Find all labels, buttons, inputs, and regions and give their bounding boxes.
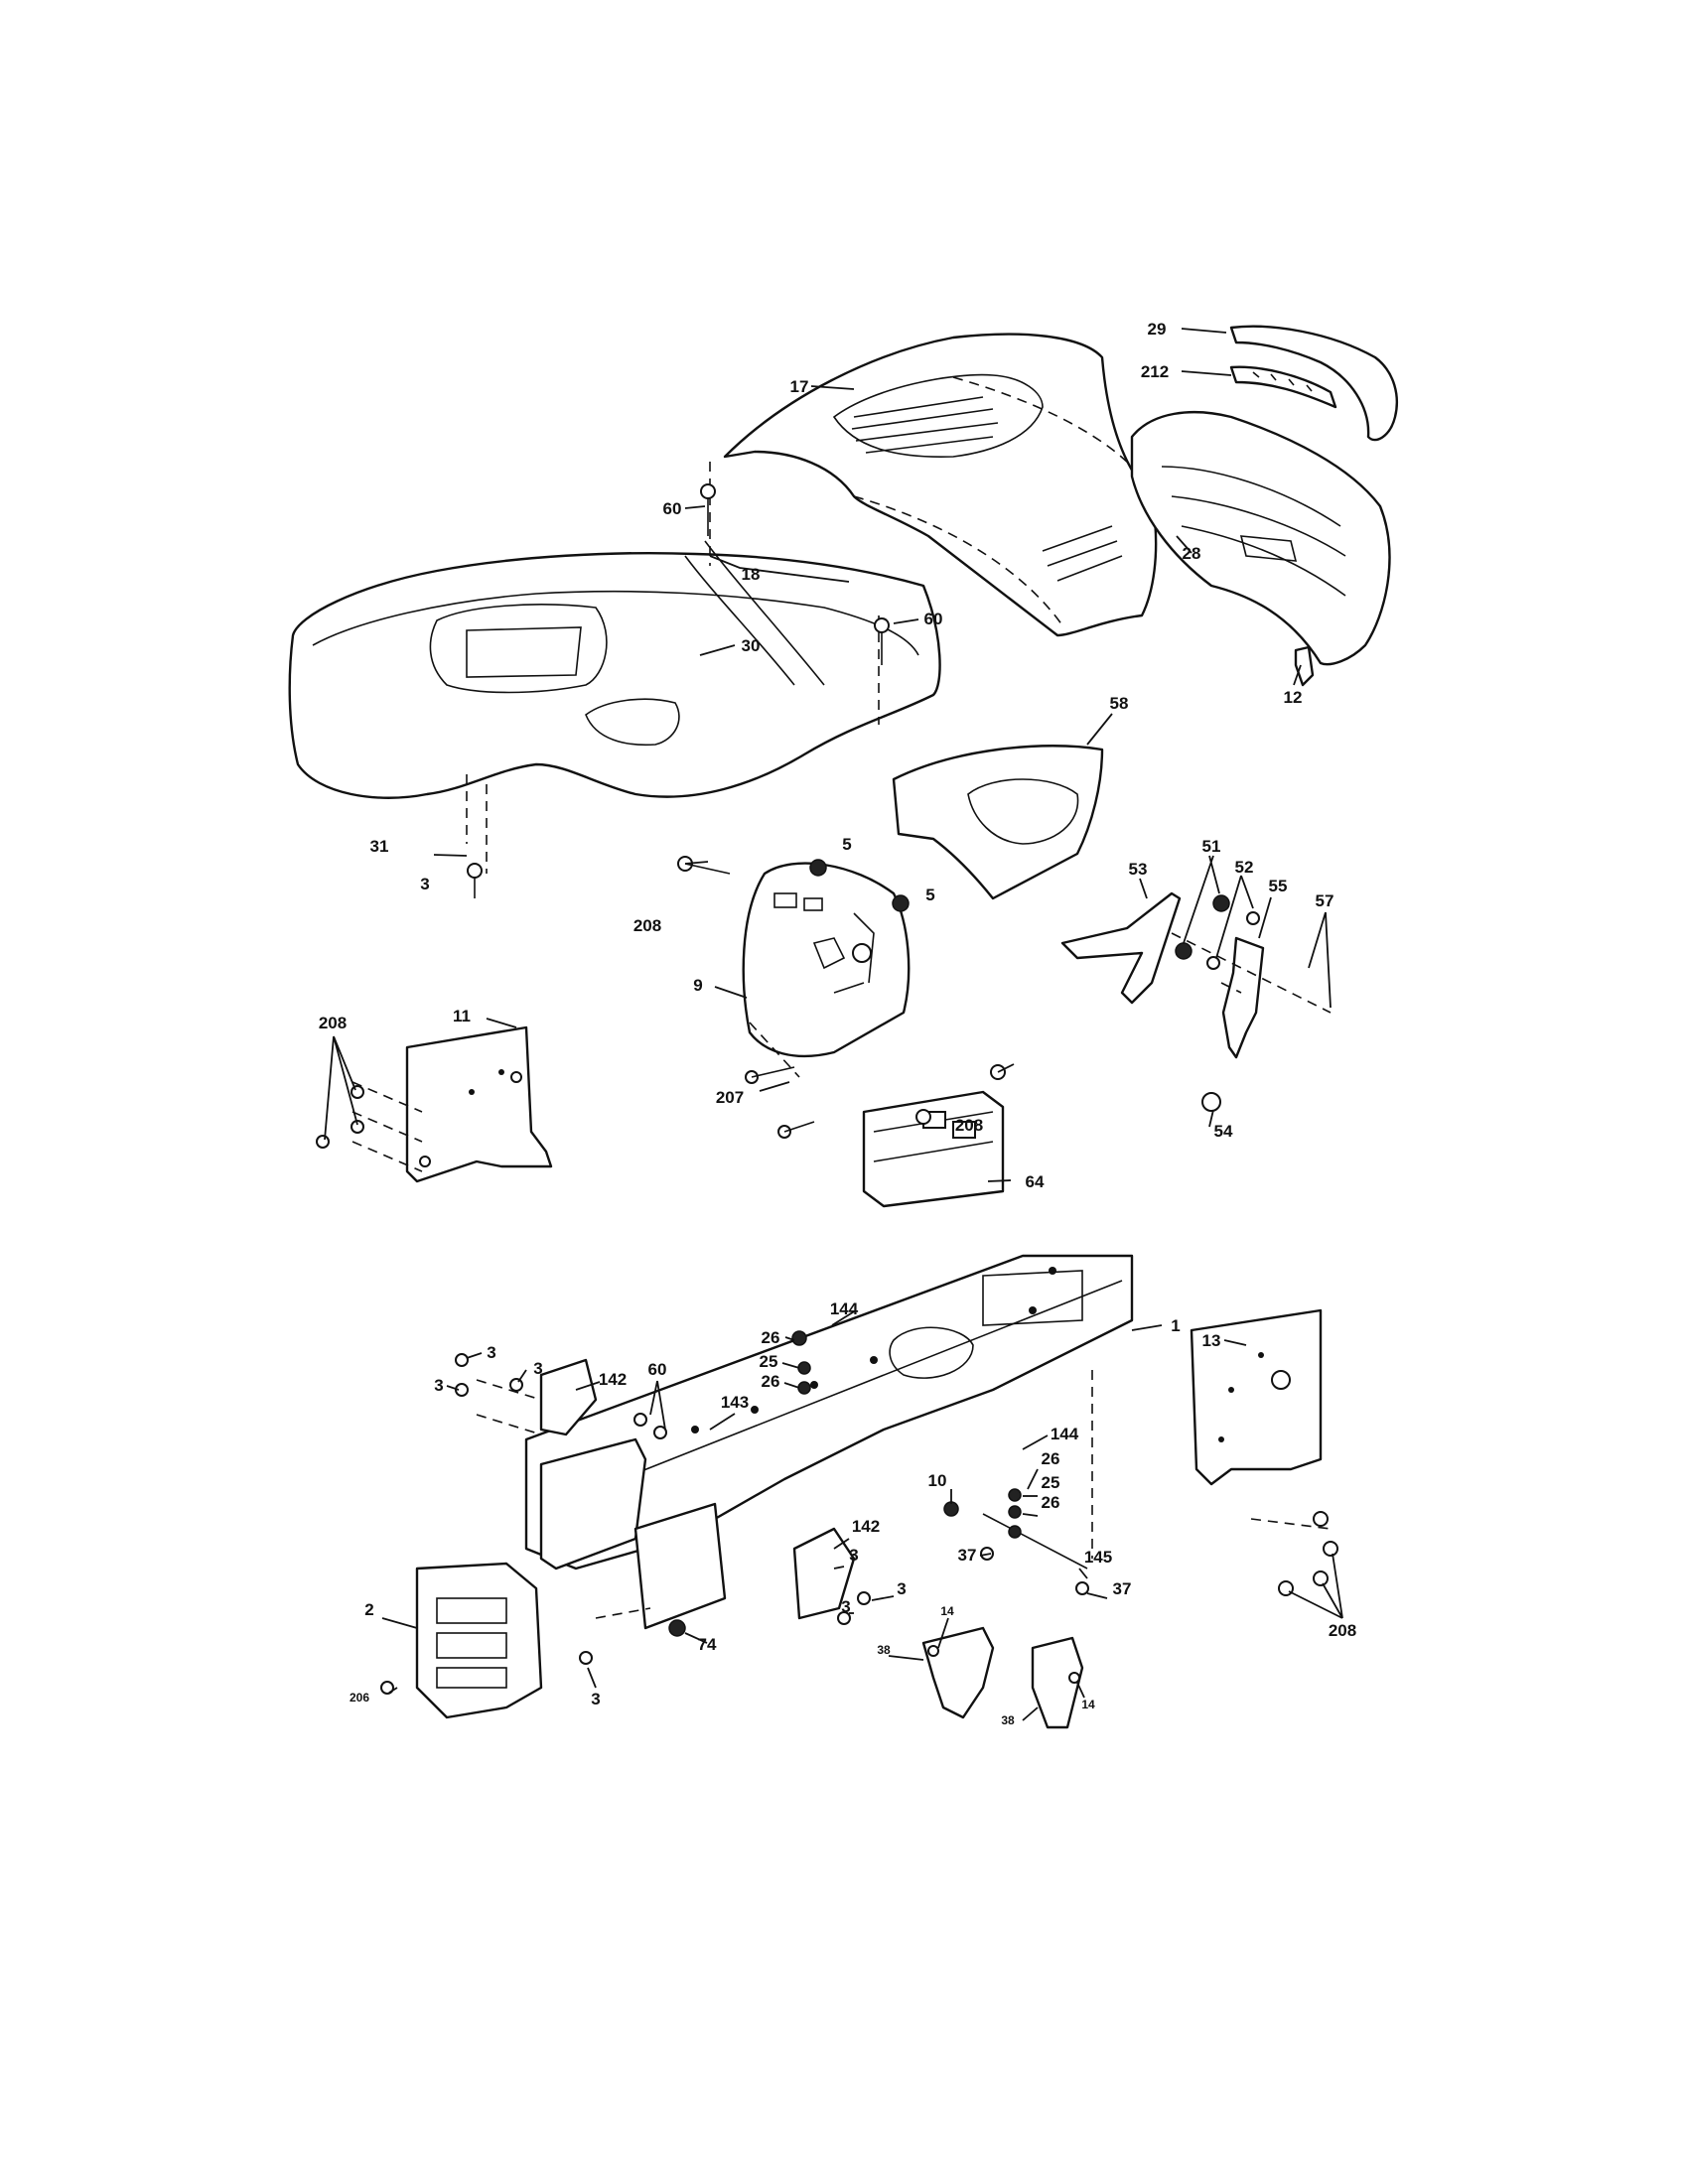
callout-26c: 26 [1042, 1449, 1060, 1468]
bracket-38-left [921, 1626, 995, 1719]
bracket-55 [1221, 936, 1265, 1059]
callout-208b: 208 [955, 1116, 983, 1135]
callout-28: 28 [1183, 544, 1201, 563]
callout-143: 143 [721, 1393, 749, 1412]
assembly-lines [351, 774, 1332, 1619]
callout-labels: 29 212 17 60 18 28 60 30 12 58 5 5 208 5… [319, 320, 1356, 1727]
callout-3e: 3 [849, 1546, 858, 1565]
callout-38b: 38 [1001, 1713, 1015, 1727]
callout-9: 9 [693, 976, 702, 995]
part-12-clip [1294, 645, 1315, 687]
callout-207: 207 [716, 1088, 744, 1107]
callout-57: 57 [1316, 891, 1334, 910]
callout-17: 17 [790, 377, 809, 396]
callout-37b: 37 [1113, 1579, 1132, 1598]
callout-206: 206 [350, 1691, 369, 1705]
callout-3d: 3 [434, 1376, 443, 1395]
callout-3b: 3 [487, 1343, 495, 1362]
callout-54: 54 [1214, 1122, 1233, 1141]
callout-74: 74 [698, 1635, 717, 1654]
bracket-142-lower [792, 1527, 856, 1620]
callout-3h: 3 [591, 1690, 600, 1708]
callout-38a: 38 [877, 1643, 891, 1657]
callout-64: 64 [1026, 1172, 1045, 1191]
callout-60a: 60 [663, 499, 682, 518]
callout-52: 52 [1235, 858, 1254, 877]
leader-lines [324, 328, 1343, 1721]
callout-13: 13 [1202, 1331, 1221, 1350]
callout-142b: 142 [852, 1517, 880, 1536]
callout-3a: 3 [420, 875, 429, 893]
callout-18: 18 [742, 565, 761, 584]
callout-5a: 5 [842, 835, 851, 854]
hardware-fasteners [316, 483, 1338, 1695]
callout-37a: 37 [958, 1546, 977, 1565]
callout-208d: 208 [1329, 1621, 1356, 1640]
bracket-38-right [1031, 1636, 1084, 1729]
callout-144a: 144 [830, 1299, 859, 1318]
bracket-142-upper [539, 1358, 598, 1436]
callout-30: 30 [742, 636, 761, 655]
rod-145 [982, 1513, 1088, 1570]
callout-14b: 14 [1081, 1698, 1095, 1711]
callout-11: 11 [453, 1007, 471, 1025]
callout-25a: 25 [760, 1352, 778, 1371]
callout-53: 53 [1129, 860, 1148, 879]
plate-2 [415, 1562, 543, 1719]
callout-145: 145 [1084, 1548, 1112, 1567]
grille [1130, 411, 1391, 666]
dash-panel-9 [742, 862, 911, 1058]
callout-3g: 3 [841, 1597, 850, 1616]
callout-142a: 142 [599, 1370, 627, 1389]
side-panel-11 [405, 1025, 553, 1183]
hood-trim [1229, 325, 1398, 442]
callout-208a: 208 [633, 916, 661, 935]
callout-3c: 3 [533, 1359, 542, 1378]
callout-51: 51 [1202, 837, 1221, 856]
callout-12: 12 [1284, 688, 1303, 707]
callout-144b: 144 [1051, 1425, 1079, 1443]
callout-31: 31 [370, 837, 389, 856]
callout-58: 58 [1110, 694, 1129, 713]
callout-60b: 60 [924, 610, 943, 628]
body-pan [288, 462, 941, 799]
callout-208c: 208 [319, 1014, 347, 1032]
callout-26a: 26 [762, 1328, 780, 1347]
panel-64 [862, 1090, 1005, 1208]
callout-1: 1 [1171, 1316, 1180, 1335]
callout-29: 29 [1148, 320, 1167, 339]
callout-26d: 26 [1042, 1493, 1060, 1512]
side-panel-13 [1190, 1308, 1323, 1486]
shield-58 [892, 745, 1104, 900]
callout-212: 212 [1141, 362, 1169, 381]
bracket-53 [1060, 891, 1182, 1005]
callout-10: 10 [928, 1471, 947, 1490]
callout-26b: 26 [762, 1372, 780, 1391]
callout-55: 55 [1269, 877, 1288, 895]
callout-5b: 5 [925, 886, 934, 904]
frame-bracket-mid [633, 1502, 727, 1630]
callout-3f: 3 [897, 1579, 906, 1598]
callout-2: 2 [364, 1600, 373, 1619]
callout-25b: 25 [1042, 1473, 1060, 1492]
callout-60c: 60 [648, 1360, 667, 1379]
callout-14a: 14 [940, 1604, 954, 1618]
